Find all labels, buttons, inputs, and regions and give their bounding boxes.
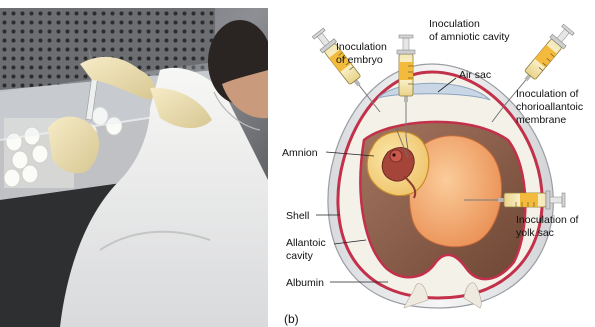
label-air-sac: Air sac [459,69,491,81]
label-allantoic-cavity: Allantoic cavity [286,237,329,262]
label-albumin: Albumin [286,277,324,289]
label-shell: Shell [286,210,309,222]
label-inoculation-chorioallantoic: Inoculation of chorioallantoic membrane [516,88,586,126]
label-amnion: Amnion [282,147,318,159]
lab-photo [0,0,268,327]
label-inoculation-embryo: Inoculation of embryo [336,41,390,66]
label-inoculation-yolk-sac: Inoculation of yolk sac [516,214,581,239]
egg-diagram: Inoculation of embryo Inoculation of amn… [268,0,595,327]
label-inoculation-amniotic: Inoculation of amniotic cavity [429,18,510,43]
panel-letter: (b) [284,312,299,326]
